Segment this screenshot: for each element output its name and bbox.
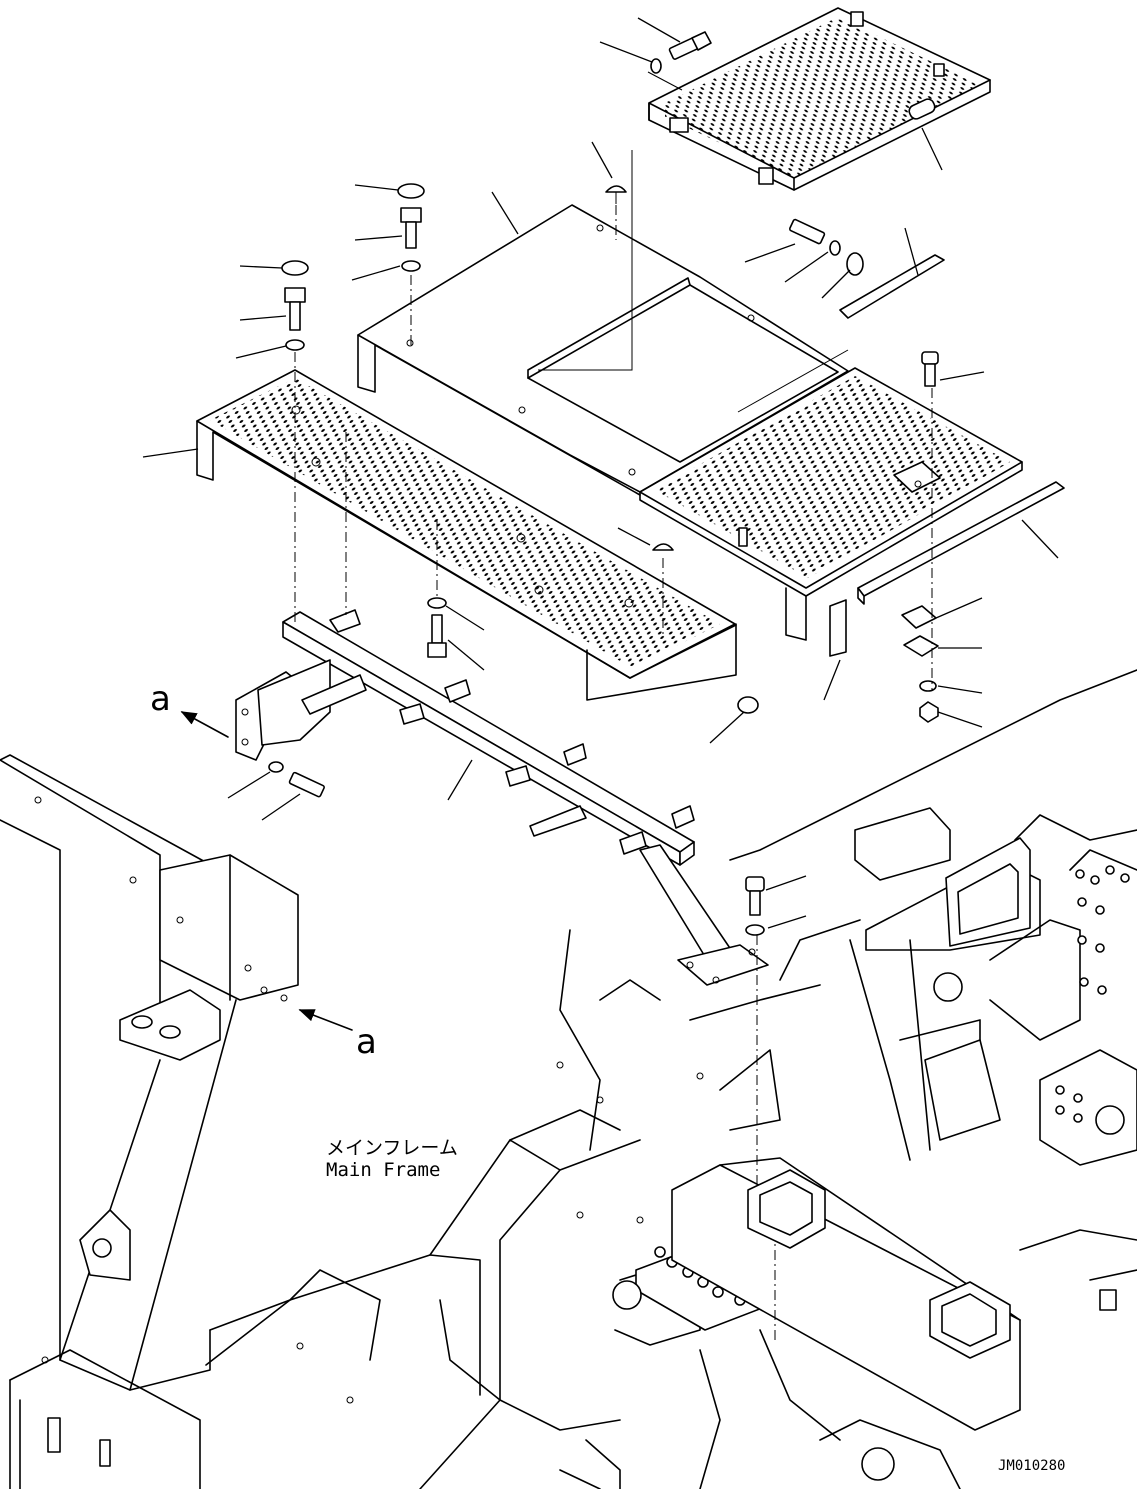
leader-lines xyxy=(142,17,1059,929)
main-frame-label-jp: メインフレーム xyxy=(326,1137,458,1159)
main-frame xyxy=(0,669,1137,1489)
view-letter-bottom: a xyxy=(356,1022,377,1062)
upper-center-panel xyxy=(357,204,849,496)
bolt-top xyxy=(668,31,712,60)
washer-top xyxy=(650,58,662,74)
top-hatch-cover xyxy=(648,7,991,191)
main-frame-label-en: Main Frame xyxy=(326,1159,440,1181)
right-step-panel xyxy=(639,367,1023,641)
view-letter-top: a xyxy=(150,679,171,719)
hardware xyxy=(268,183,1065,936)
view-arrow-top xyxy=(180,711,229,738)
drawing-number: JM010280 xyxy=(998,1458,1065,1474)
support-bracket xyxy=(235,609,769,986)
left-step-panel xyxy=(196,369,737,701)
view-arrow-bottom xyxy=(298,1009,353,1031)
assembly-center-lines xyxy=(294,71,933,1185)
